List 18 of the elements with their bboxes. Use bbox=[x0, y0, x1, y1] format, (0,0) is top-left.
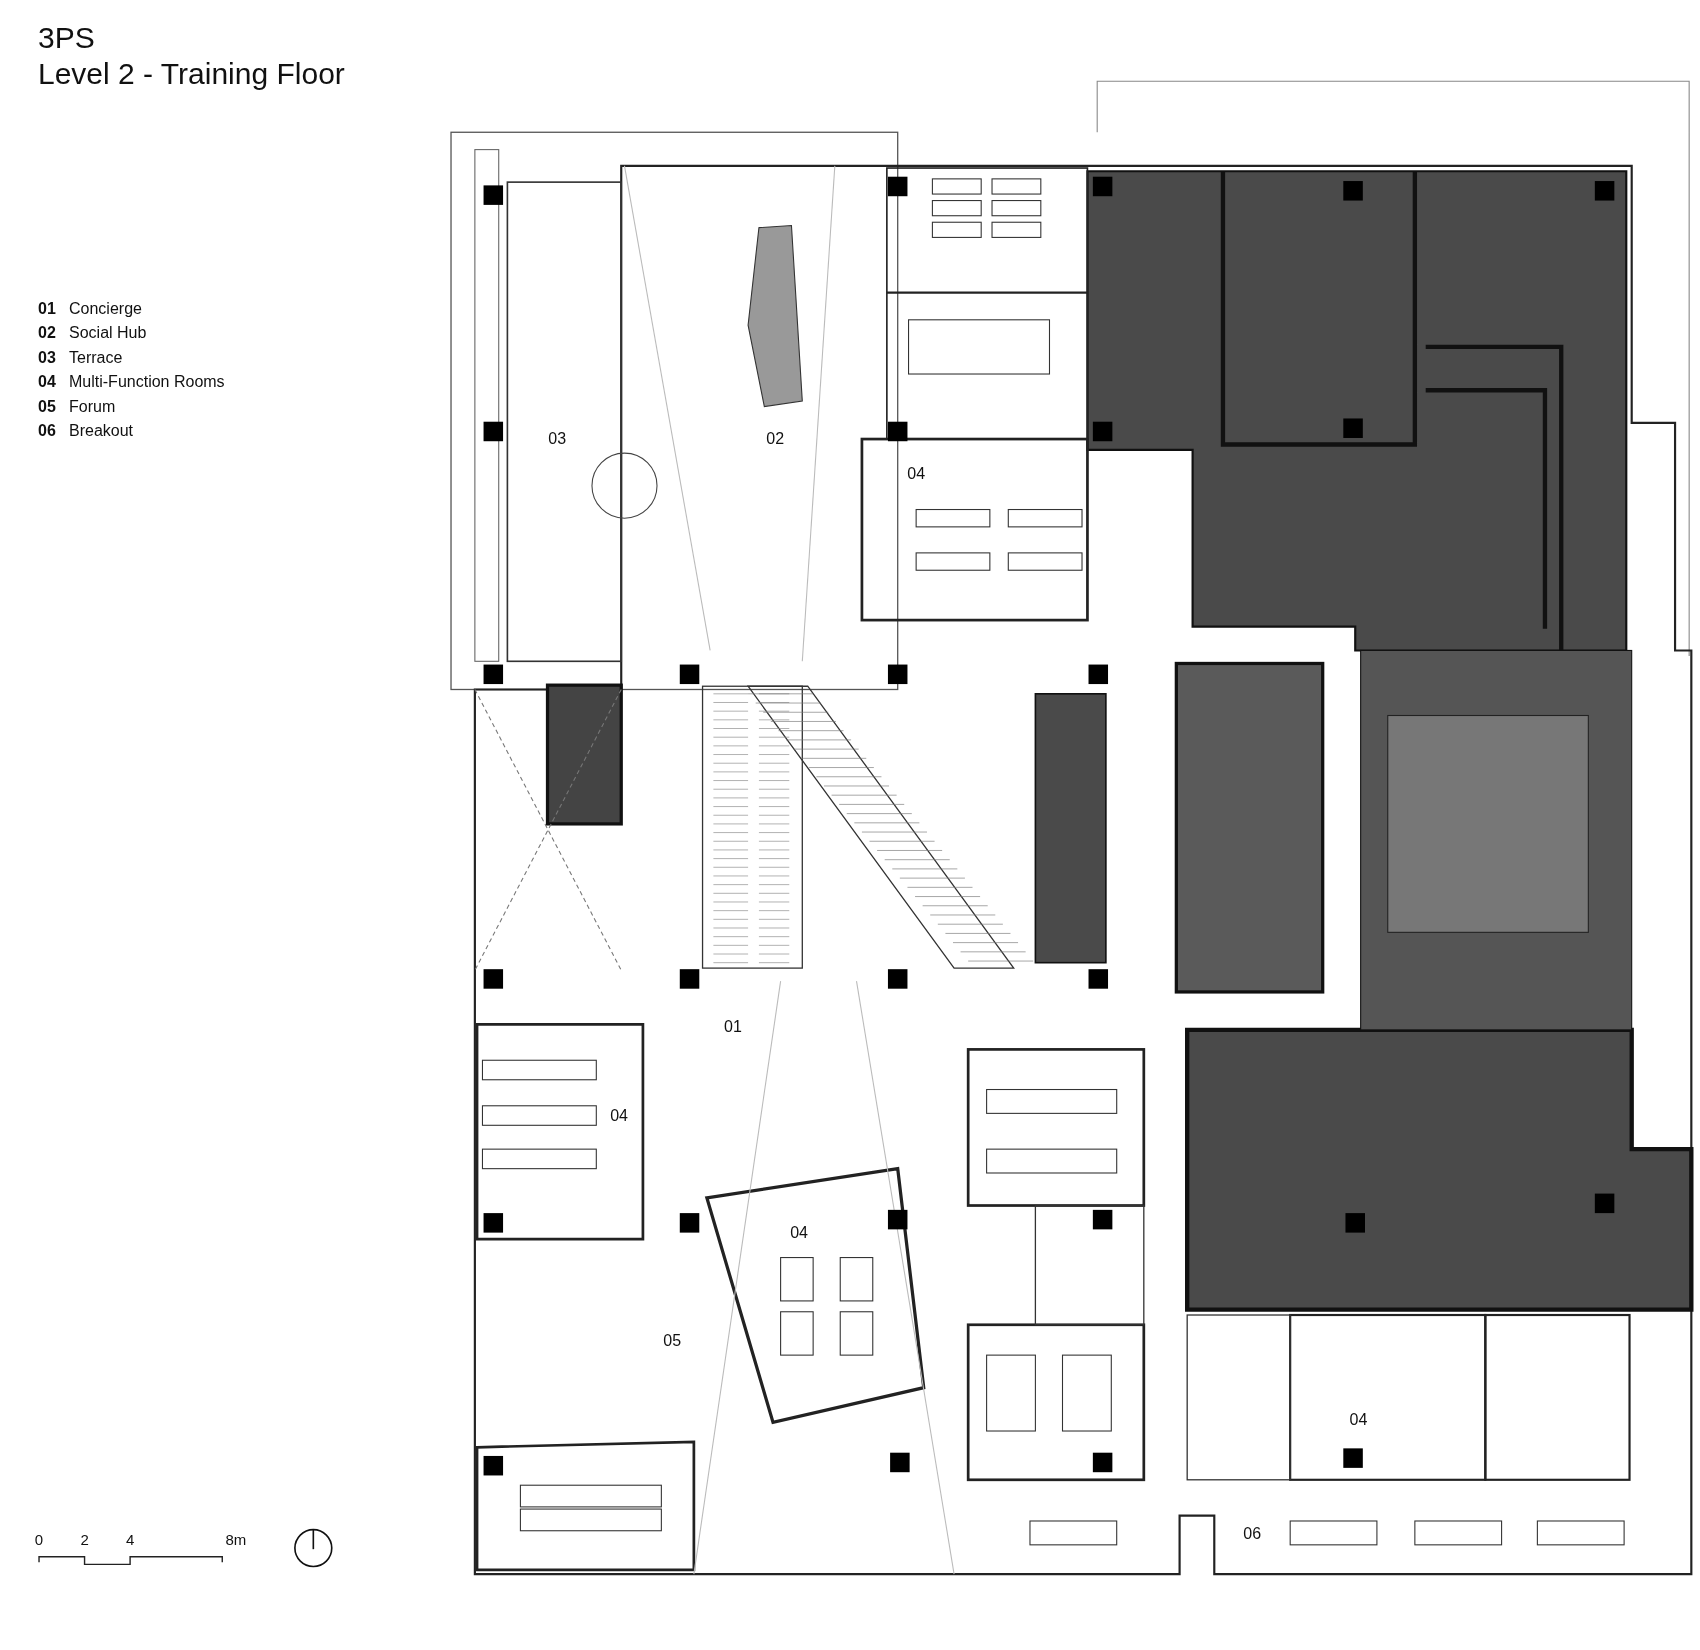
scale-label: 4 bbox=[125, 1532, 135, 1548]
scale-label: 0 bbox=[34, 1532, 44, 1548]
room-name: Breakout bbox=[69, 421, 134, 441]
room-number: 06 bbox=[38, 421, 57, 441]
room-number: 01 bbox=[38, 299, 57, 319]
room-name: Multi-Function Rooms bbox=[69, 372, 225, 393]
room-number: 02 bbox=[38, 323, 57, 344]
title: Level 2 - Training Floor bbox=[38, 56, 345, 92]
scale-label: 2 bbox=[80, 1532, 89, 1548]
building-name: 3PS bbox=[38, 20, 95, 56]
room-number: 04 bbox=[38, 372, 57, 393]
room-name: Forum bbox=[69, 396, 116, 417]
room-name: Terrace bbox=[69, 347, 123, 368]
room-number: 05 bbox=[38, 396, 57, 417]
room-name: Concierge bbox=[69, 299, 142, 319]
room-number: 03 bbox=[38, 347, 57, 368]
room-name: Social Hub bbox=[69, 323, 147, 344]
scale-label: 8m bbox=[225, 1532, 247, 1548]
